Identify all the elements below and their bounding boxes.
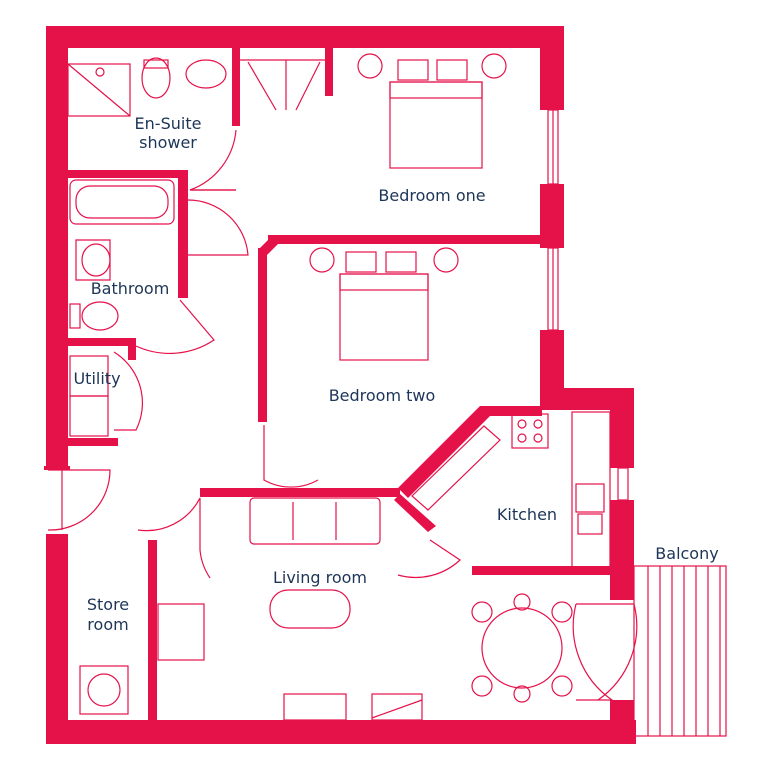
dining-table (471, 593, 573, 703)
room-label-ensuite-line2: shower (139, 133, 197, 152)
windows (547, 109, 629, 501)
room-labels: En-Suite shower Bedroom one Bathroom Bed… (73, 114, 718, 634)
room-label-utility: Utility (73, 369, 120, 388)
room-label-bedroom-two: Bedroom two (329, 386, 436, 405)
balcony (633, 565, 727, 737)
bathroom-fixtures (69, 179, 175, 331)
room-label-kitchen: Kitchen (497, 505, 557, 524)
bedroom-one-furniture (357, 53, 507, 169)
utility-fixtures (69, 355, 109, 437)
ensuite-fixtures (67, 57, 227, 117)
kitchen-fixtures (411, 411, 611, 569)
room-label-store: Store (87, 595, 129, 614)
room-label-bedroom-one: Bedroom one (378, 186, 485, 205)
doors (47, 59, 638, 701)
store-room-fixtures (79, 665, 129, 715)
interior-walls (44, 46, 612, 722)
room-label-store-line2: room (87, 615, 128, 634)
room-label-ensuite: En-Suite (135, 114, 202, 133)
room-label-living-room: Living room (273, 568, 367, 587)
living-room-furniture (157, 497, 423, 721)
exterior-walls (46, 26, 636, 744)
bedroom-two-furniture (309, 247, 459, 361)
room-label-bathroom: Bathroom (91, 279, 170, 298)
room-label-balcony: Balcony (655, 544, 718, 563)
